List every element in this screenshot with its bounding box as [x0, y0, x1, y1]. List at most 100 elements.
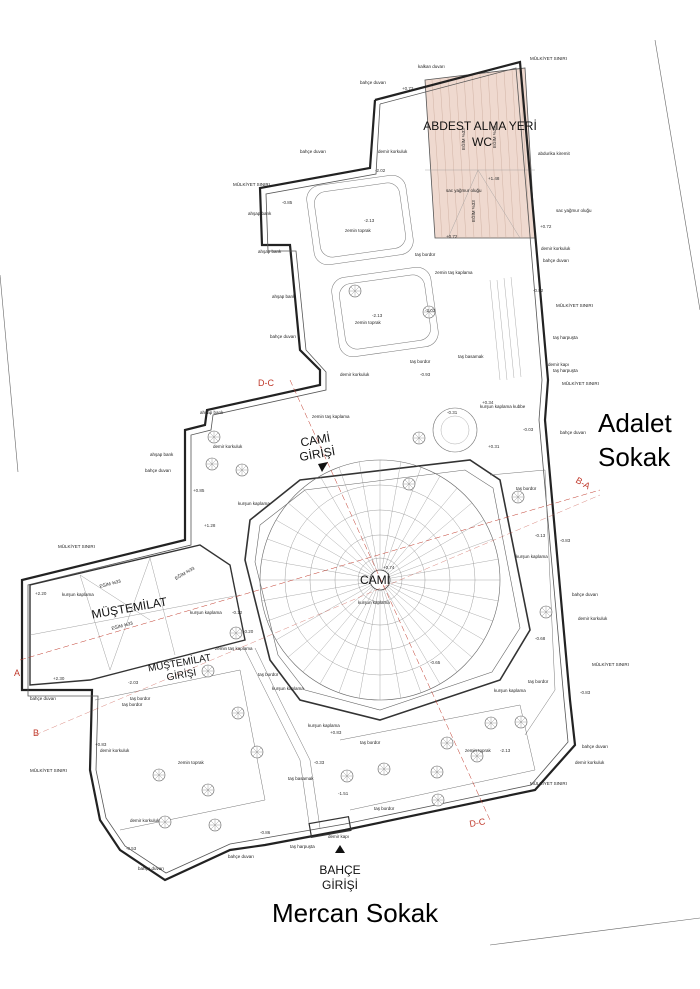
abdest-label-2: WC: [472, 135, 492, 149]
lvl-1: +0.72: [402, 86, 414, 91]
lbl-mulkiyet-left2: MÜLKİYET SINIRI: [58, 543, 95, 549]
lbl-mulkiyet-r4: MÜLKİYET SINIRI: [530, 780, 567, 786]
lbl-kursun6: kurşun kaplama: [272, 686, 304, 691]
lbl-kursun8: kurşun kaplama: [308, 723, 340, 728]
mustemilat-label: MÜŞTEMİLAT: [90, 594, 168, 621]
section-dc-top: D-C: [258, 378, 274, 388]
lbl-bahce-b2: bahçe duvarı: [138, 866, 164, 871]
planter-2: [331, 266, 439, 358]
lbl-kursun4: kurşun kaplama: [516, 554, 548, 559]
lvl-20: -0.12: [232, 610, 243, 615]
street-adalet-1: Adalet: [598, 408, 672, 438]
lbl-kursun1: kurşun kaplama: [238, 501, 270, 506]
lbl-kursun5: kurşun kaplama: [358, 600, 390, 605]
lbl-tas-bordur6: taş bordür: [122, 702, 143, 707]
lbl-tas-bordur5: taş bordür: [528, 679, 549, 684]
lbl-bahce-r4: bahçe duvarı: [582, 744, 608, 749]
bottom-garden-border: [339, 704, 536, 811]
bahce-giris-label-1: BAHÇE: [319, 863, 360, 877]
lbl-zemin-toprak2: zemin toprak: [355, 320, 382, 325]
lvl-13: -0.31: [447, 410, 458, 415]
lbl-demir-kapi1: demir kapı: [548, 362, 569, 367]
lvl-14: +0.31: [488, 444, 500, 449]
street-mercan: Mercan Sokak: [272, 898, 439, 928]
lbl-tas-bordur1: taş bordür: [415, 252, 436, 257]
lbl-abdurika: abdurika kiremit: [538, 151, 571, 156]
lvl-12: +0.34: [482, 400, 494, 405]
lvl-2: +1.48: [488, 176, 500, 181]
mosque-outline-inner: [254, 469, 521, 711]
level-marks: +0.72 +1.48 +0.72 +0.72 -2.02 -2.13 -2.1…: [35, 86, 591, 851]
lvl-17: +1.28: [204, 523, 216, 528]
lbl-kalkan: kalkan duvarı: [418, 64, 445, 69]
lbl-ahsap4: ahşap bank: [200, 410, 224, 415]
lvl-18: -0.13: [535, 533, 546, 538]
lbl-egim6: EĞİM %33: [111, 619, 134, 631]
lbl-demir-top: demir korkuluk: [378, 149, 408, 154]
fountain: [432, 407, 478, 453]
lvl-6: -2.13: [364, 218, 375, 223]
dome: [259, 459, 501, 701]
section-dc-bottom: D-C: [469, 816, 487, 829]
paper-edge-bottom: [489, 917, 700, 946]
lbl-zemin-tas1: zemin taş kaplama: [435, 270, 473, 275]
mustemilat-roof-lines: [29, 557, 241, 671]
lbl-tas-harpusta1: taş harpuşta: [553, 335, 578, 340]
garden-gate: [308, 815, 352, 839]
lbl-kursun2: kurşun kaplama: [62, 592, 94, 597]
lvl-7: -2.13: [372, 313, 383, 318]
lbl-ahsap3: ahşap bank: [272, 294, 296, 299]
paper-edge-left: [0, 274, 19, 473]
lbl-bahce-l2: bahçe duvarı: [145, 468, 171, 473]
lbl-demir8: demir korkuluk: [130, 818, 160, 823]
lvl-28: +0.83: [330, 730, 342, 735]
lbl-demir4: demir korkuluk: [213, 444, 243, 449]
lvl-9: -2.03: [425, 308, 436, 313]
upper-steps: [489, 276, 522, 381]
cami-label: CAMİ: [360, 573, 390, 587]
lvl-35: -0.53: [126, 846, 137, 851]
cami-giris-label-2: GİRİŞİ: [298, 444, 336, 464]
lbl-kursun3: kurşun kaplama: [190, 610, 222, 615]
lbl-ahsap1: ahşap bank: [248, 211, 272, 216]
lbl-mulkiyet-left: MÜLKİYET SINIRI: [233, 181, 270, 187]
section-ba-right: B-A: [574, 475, 592, 491]
lbl-bahce-r3: bahçe duvarı: [572, 592, 598, 597]
lvl-19: +0.74: [383, 565, 395, 570]
lbl-bahce-left: bahçe duvarı: [300, 149, 326, 154]
mustemilat-building: [29, 544, 246, 686]
fountain-inner: [440, 415, 470, 445]
lvl-5: -2.02: [375, 168, 386, 173]
lbl-tas-harpusta3: taş harpuşta: [290, 844, 315, 849]
cami-giris-label-1: CAMİ: [299, 431, 331, 450]
lbl-sac-yagmur1: sac yağmur oluğu: [446, 188, 482, 193]
lbl-egim4: EĞİM %33: [99, 577, 122, 589]
cami-entry-arrow: [318, 462, 328, 472]
lbl-demir6: demir korkuluk: [100, 748, 130, 753]
lbl-tas-bordur2: taş bordür: [410, 359, 431, 364]
section-a-left: A: [14, 668, 20, 678]
lbl-tas-bordur4: taş bordür: [258, 672, 279, 677]
section-line-ba: [19, 489, 601, 661]
lbl-demir5: demir korkuluk: [578, 616, 608, 621]
lvl-30: -0.33: [314, 760, 325, 765]
lbl-tas-harpusta2: taş harpuşta: [553, 368, 578, 373]
lbl-bahce-l1: bahçe duvarı: [270, 334, 296, 339]
wc-roof-hatch: [425, 68, 535, 239]
planter-2-inner: [339, 274, 431, 350]
lvl-31: -0.20: [243, 629, 254, 634]
lbl-kursun7: kurşun kaplama: [494, 688, 526, 693]
lbl-mulkiyet-r1: MÜLKİYET SINIRI: [556, 302, 593, 308]
lbl-tas-basamak2: taş basamak: [288, 776, 314, 781]
lbl-zemin-tas3: zemin taş kaplama: [215, 646, 253, 651]
section-line-b: [34, 494, 601, 736]
lbl-mulkiyet-r3: MÜLKİYET SINIRI: [592, 661, 629, 667]
lbl-zemin-toprak1: zemin toprak: [345, 228, 372, 233]
lbl-bahce-top: bahçe duvarı: [360, 80, 386, 85]
lbl-zemin-toprak4: zemin toprak: [465, 748, 492, 753]
lvl-26: +0.83: [95, 742, 107, 747]
lvl-15: -0.03: [523, 427, 534, 432]
lbl-mulkiyet-left3: MÜLKİYET SINIRI: [30, 767, 67, 773]
lbl-tas-bordur9: taş bordür: [130, 696, 151, 701]
